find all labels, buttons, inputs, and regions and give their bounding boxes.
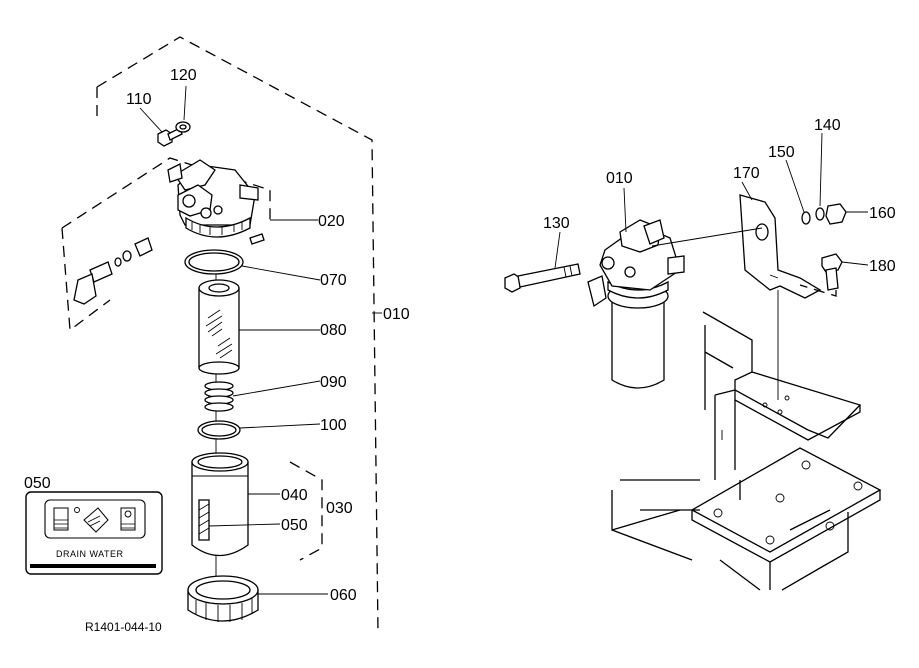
bolt-130: [504, 263, 581, 293]
bolt-180: [821, 253, 843, 291]
label-010-left: 010: [383, 306, 410, 323]
decal-caption: DRAIN WATER: [56, 549, 124, 559]
label-180: 180: [869, 258, 896, 275]
filter-assembly-010: [587, 219, 685, 389]
washer-120: [175, 121, 191, 133]
label-120: 120: [170, 67, 197, 84]
label-110: 110: [126, 91, 152, 108]
label-080: 080: [320, 322, 347, 339]
washer-150: [801, 211, 811, 225]
assembly-030-outline: [289, 461, 323, 561]
label-050: 050: [281, 517, 308, 534]
label-020: 020: [318, 213, 345, 230]
nut-160: [825, 203, 847, 225]
label-090: 090: [320, 374, 347, 391]
bowl-040: [191, 452, 249, 557]
spring-washer-140: [815, 207, 825, 221]
label-170: 170: [733, 165, 760, 182]
label-100: 100: [320, 417, 347, 434]
chassis-frame: [611, 311, 882, 591]
label-060: 060: [330, 587, 357, 604]
label-050-box: 050: [24, 475, 51, 492]
decal-050: [25, 491, 163, 575]
assembly-010-outline: [96, 36, 379, 633]
o-ring-100: [197, 420, 241, 440]
filter-element-080: [198, 279, 240, 375]
filter-head-020: [167, 159, 265, 245]
label-010-right: 010: [606, 170, 633, 187]
o-ring-070: [184, 249, 244, 275]
label-160: 160: [869, 205, 896, 222]
label-040: 040: [281, 487, 308, 504]
bracket-170: [739, 194, 822, 299]
label-130: 130: [543, 215, 570, 232]
label-070: 070: [320, 272, 347, 289]
ring-nut-060: [187, 575, 259, 622]
spring-090: [204, 381, 234, 412]
label-140: 140: [814, 117, 841, 134]
drawing-code: R1401-044-10: [85, 620, 162, 634]
label-030: 030: [326, 500, 353, 517]
drain-cock: [73, 237, 153, 305]
label-150: 150: [768, 144, 795, 161]
